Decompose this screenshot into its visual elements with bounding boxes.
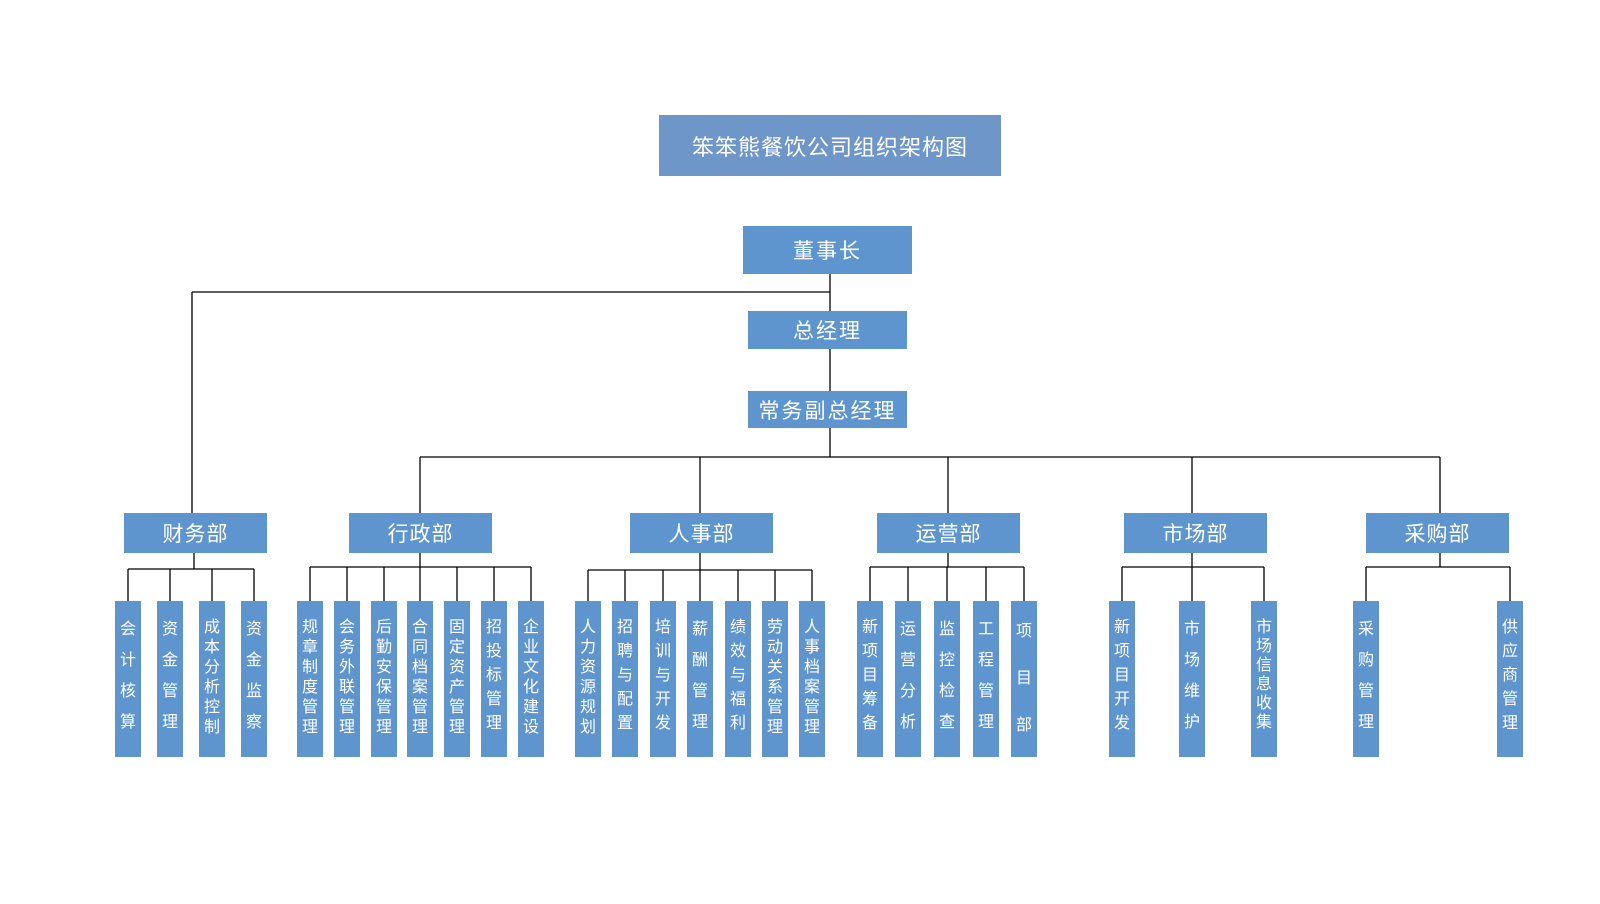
task-market-info-collection: 市场信息收集 — [1251, 601, 1277, 757]
chairman-box: 董事长 — [743, 226, 912, 274]
dept-marketing: 市场部 — [1124, 513, 1267, 553]
task-engineering: 工程管理 — [973, 601, 999, 757]
task-project-dept: 项目部 — [1011, 601, 1037, 757]
task-cost-analysis: 成本分析控制 — [199, 601, 225, 757]
task-personnel-archives: 人事档案管理 — [799, 601, 825, 757]
executive-deputy-box: 常务副总经理 — [748, 391, 907, 428]
task-accounting: 会计核算 — [115, 601, 141, 757]
dept-administration: 行政部 — [349, 513, 492, 553]
task-compensation: 薪酬管理 — [687, 601, 713, 757]
task-conference-liaison: 会务外联管理 — [334, 601, 360, 757]
task-logistics-security: 后勤安保管理 — [371, 601, 397, 757]
task-operations-analysis: 运营分析 — [895, 601, 921, 757]
task-performance-welfare: 绩效与福利 — [725, 601, 751, 757]
dept-purchasing: 采购部 — [1366, 513, 1509, 553]
task-supplier-management: 供应商管理 — [1497, 601, 1523, 757]
task-new-project-prep: 新项目筹备 — [857, 601, 883, 757]
dept-operations: 运营部 — [877, 513, 1020, 553]
general-manager-box: 总经理 — [748, 311, 907, 349]
task-market-maintenance: 市场维护 — [1179, 601, 1205, 757]
task-rules-management: 规章制度管理 — [297, 601, 323, 757]
task-new-project-development: 新项目开发 — [1109, 601, 1135, 757]
task-purchasing-management: 采购管理 — [1353, 601, 1379, 757]
dept-human-resources: 人事部 — [630, 513, 773, 553]
task-hr-planning: 人力资源规划 — [575, 601, 601, 757]
task-corporate-culture: 企业文化建设 — [518, 601, 544, 757]
task-monitoring-inspection: 监控检查 — [934, 601, 960, 757]
task-labor-relations: 劳动关系管理 — [762, 601, 788, 757]
task-training: 培训与开发 — [650, 601, 676, 757]
task-fund-supervision: 资金监察 — [241, 601, 267, 757]
task-fund-management: 资金管理 — [157, 601, 183, 757]
task-contract-archives: 合同档案管理 — [407, 601, 433, 757]
chart-title: 笨笨熊餐饮公司组织架构图 — [659, 115, 1001, 176]
task-recruitment: 招聘与配置 — [612, 601, 638, 757]
task-bidding: 招投标管理 — [481, 601, 507, 757]
dept-finance: 财务部 — [124, 513, 267, 553]
task-fixed-assets: 固定资产管理 — [444, 601, 470, 757]
